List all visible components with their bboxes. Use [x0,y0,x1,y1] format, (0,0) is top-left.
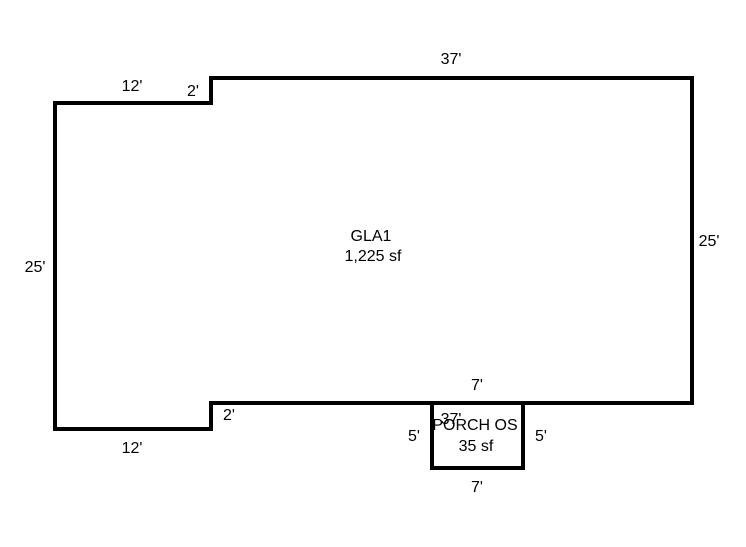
dimension-notch-bottom: 2' [223,407,235,424]
dimension-porch-left: 5' [408,428,420,445]
dimension-bottom-left: 12' [122,440,143,457]
dimension-porch-inner-top: 37' [441,411,462,428]
dimension-bottom-segment: 7' [471,377,483,394]
dimension-top: 37' [441,51,462,68]
dimension-porch-bottom: 7' [471,479,483,496]
porch-outline [430,401,525,470]
dimension-right: 25' [699,233,720,250]
gla1-outline [53,76,694,431]
porch-name-label: PORCH OS [432,417,517,434]
dimension-top-left: 12' [122,78,143,95]
gla1-name-label: GLA1 [351,228,392,245]
dimension-left: 25' [25,259,46,276]
dimension-porch-right: 5' [535,428,547,445]
gla1-area-label: 1,225 sf [345,248,402,265]
dimension-notch-top: 2' [187,83,199,100]
porch-area-label: 35 sf [459,438,494,455]
